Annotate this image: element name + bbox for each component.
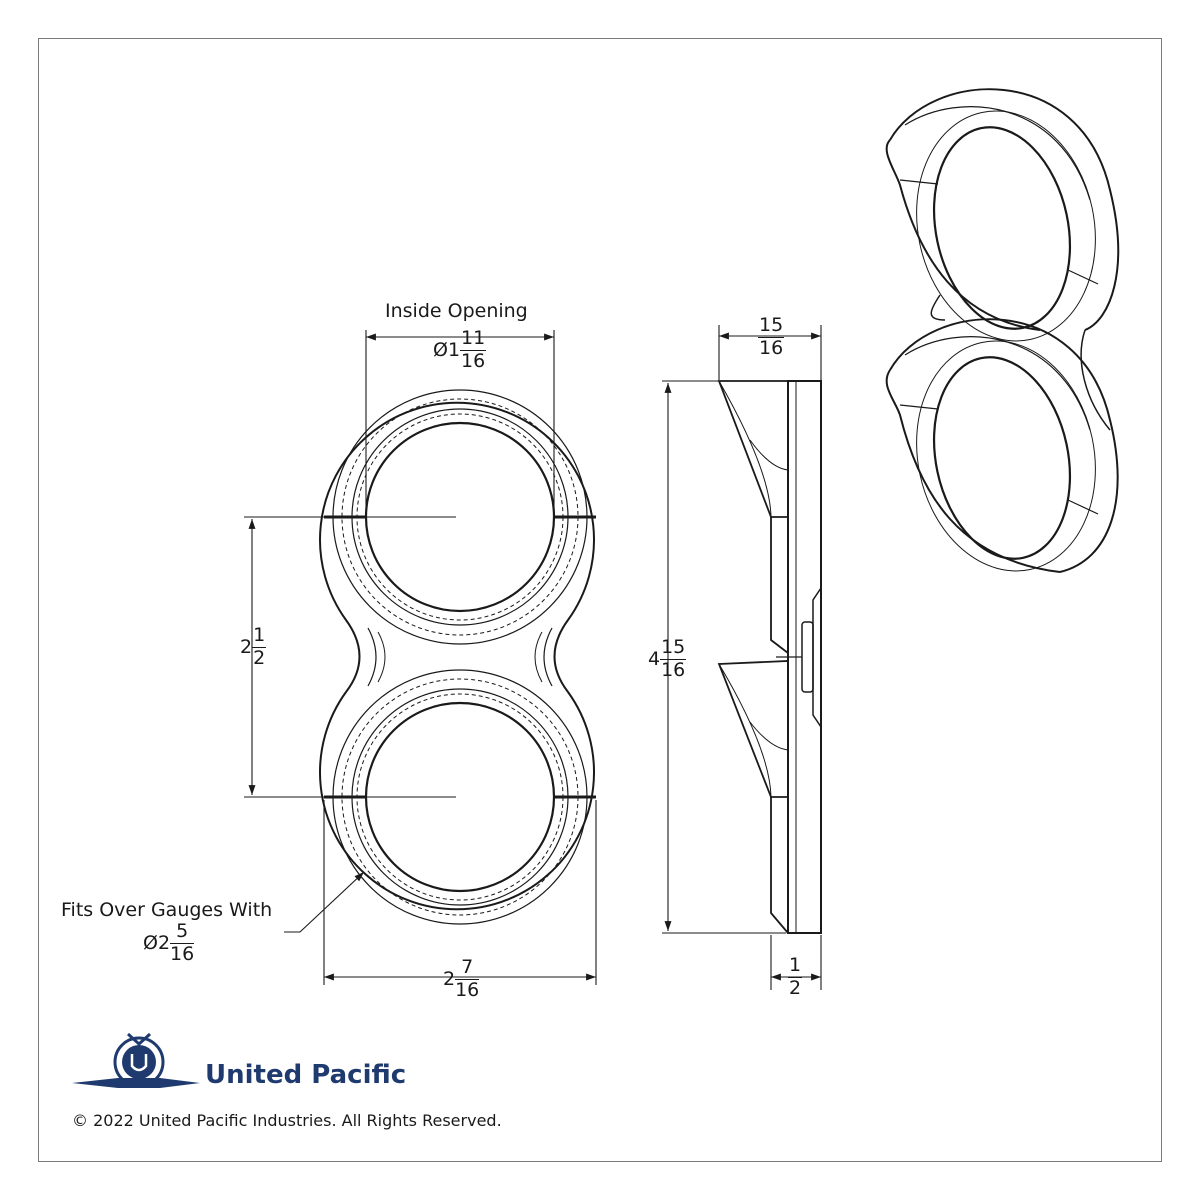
side-view xyxy=(717,380,822,934)
united-pacific-logo xyxy=(72,1032,200,1088)
company-name: United Pacific xyxy=(205,1060,407,1090)
iso-upper-ring xyxy=(885,88,1120,342)
iso-lower-ring xyxy=(885,318,1119,573)
front-outer-outline xyxy=(319,401,595,911)
front-view xyxy=(244,389,596,925)
lower-visor-side xyxy=(717,660,789,798)
inside-opening-label: Inside Opening xyxy=(385,300,528,322)
fits-over-label: Fits Over Gauges With xyxy=(61,899,273,921)
copyright-notice: © 2022 United Pacific Industries. All Ri… xyxy=(72,1111,502,1130)
side-dimensions xyxy=(662,325,822,990)
isometric-view xyxy=(885,88,1120,573)
drawing-border xyxy=(38,38,1162,1162)
front-dimensions xyxy=(248,330,597,985)
